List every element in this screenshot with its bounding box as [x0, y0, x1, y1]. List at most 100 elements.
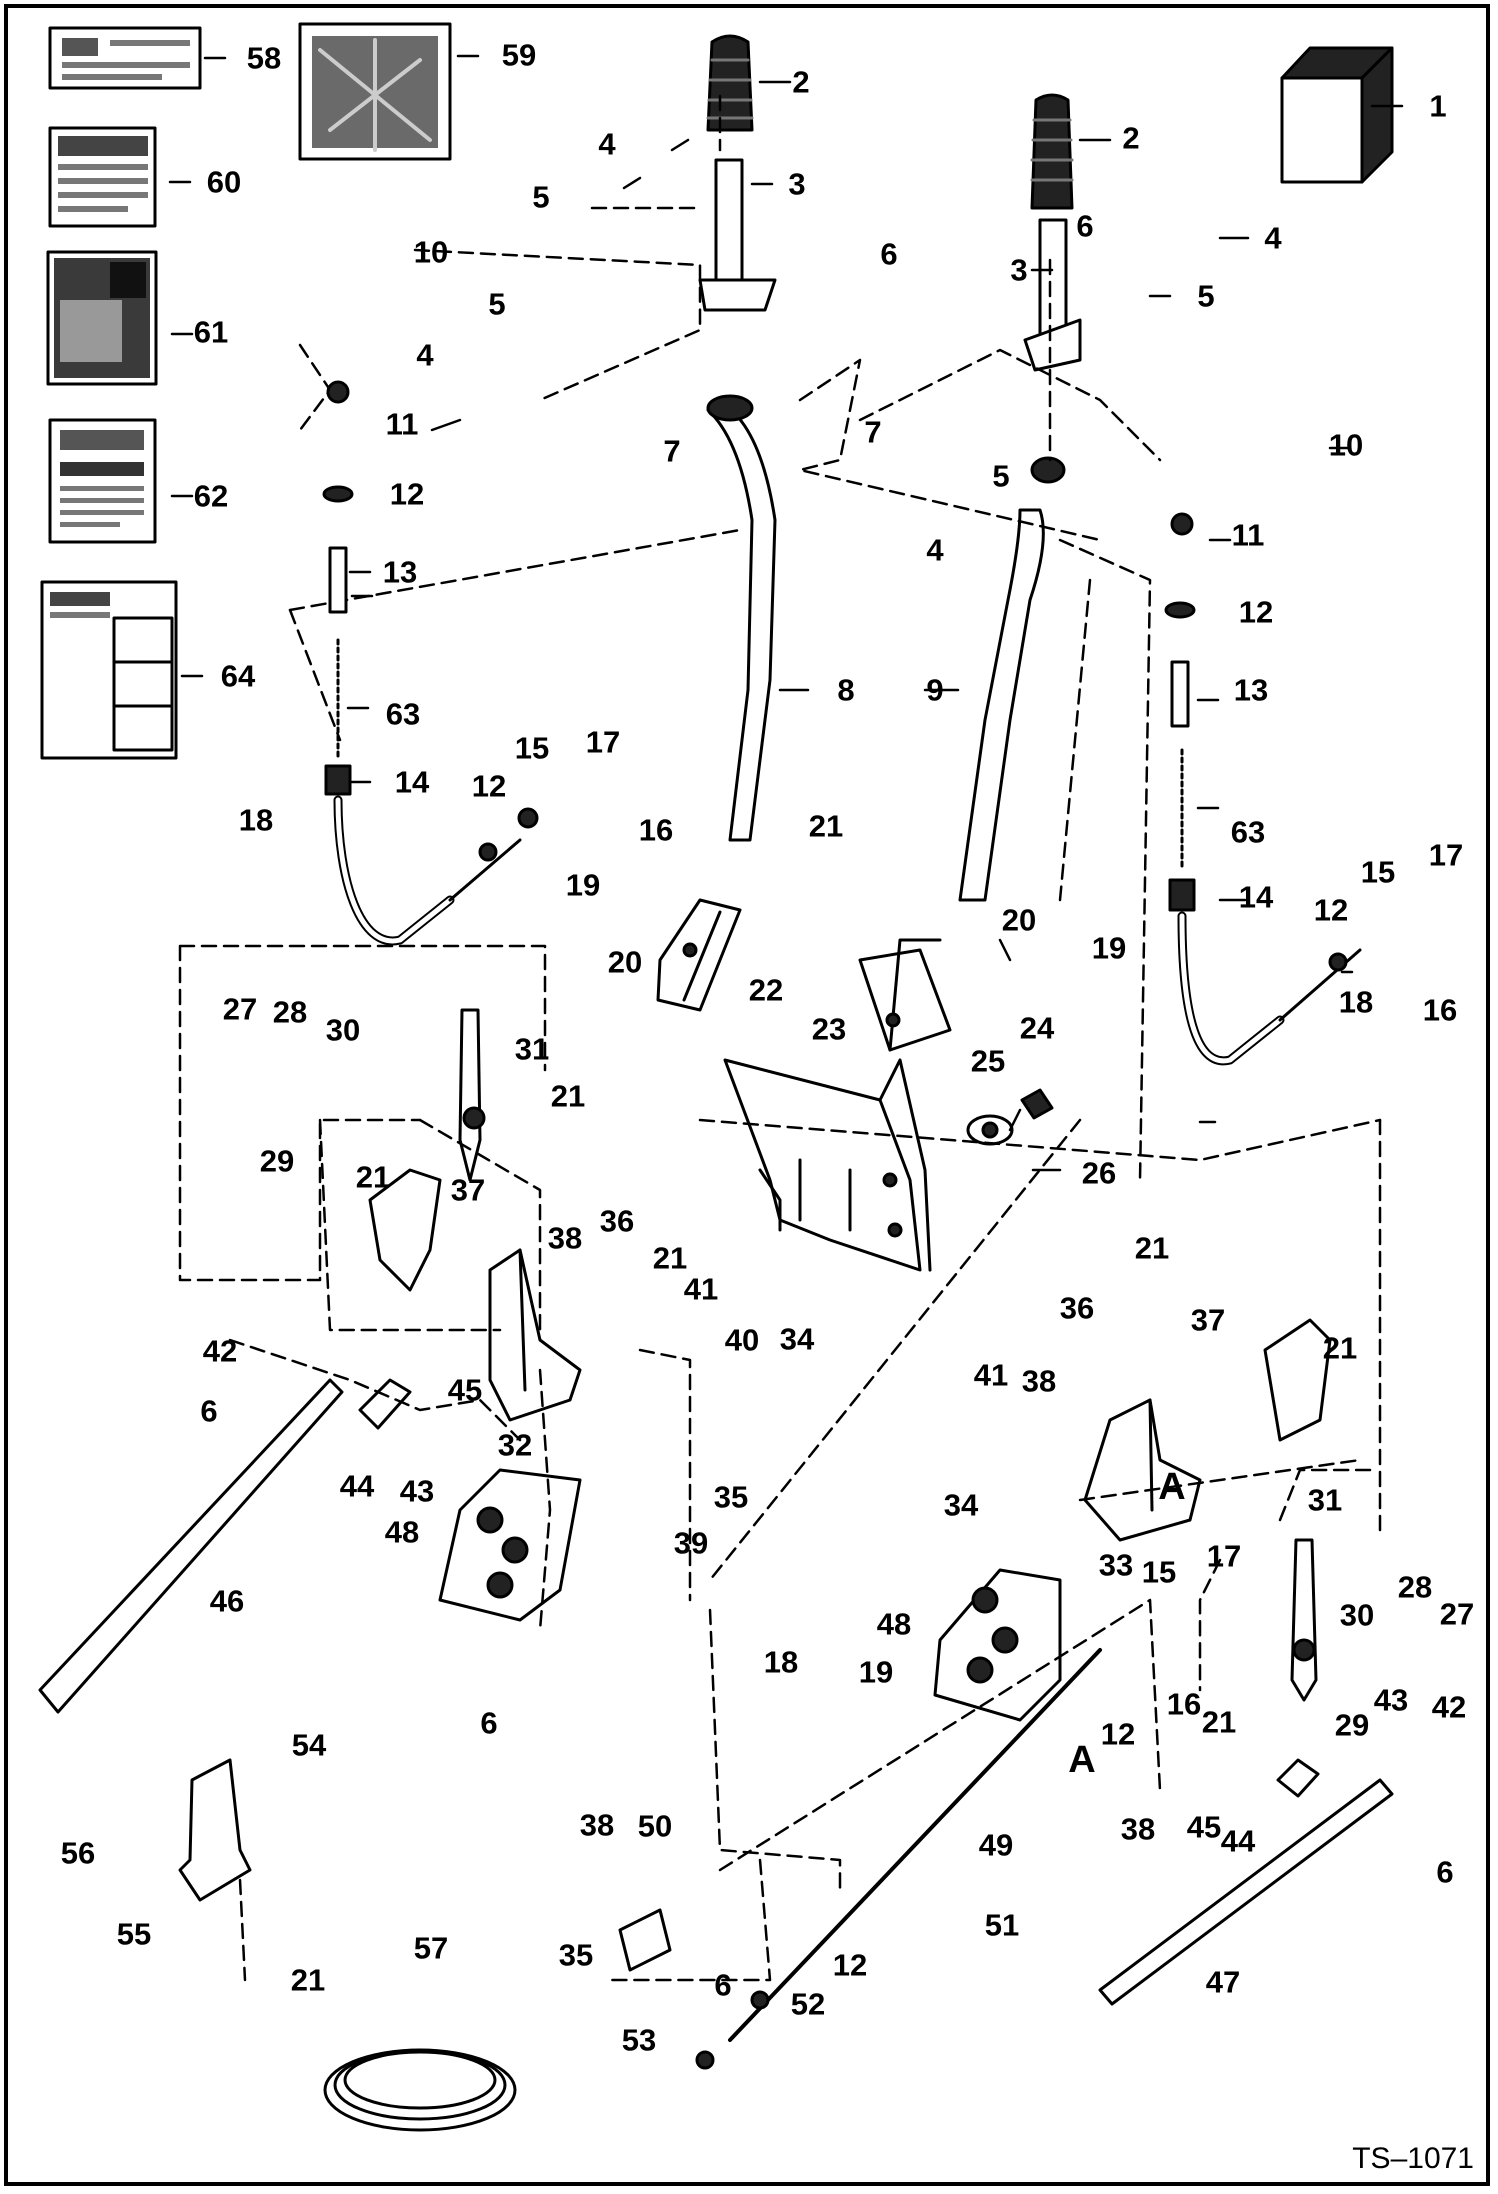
callout-42: 42 [1431, 1689, 1467, 1725]
callout-51: 51 [984, 1907, 1020, 1943]
callout-12: 12 [471, 768, 507, 804]
callout-41: 41 [683, 1271, 719, 1307]
bracket-22 [656, 898, 742, 1012]
callout-21: 21 [355, 1159, 391, 1195]
callout-56: 56 [60, 1835, 96, 1871]
callout-14: 14 [1238, 879, 1274, 915]
callout-41: 41 [973, 1357, 1009, 1393]
callout-6: 6 [880, 236, 898, 272]
callout-12: 12 [389, 476, 425, 512]
callout-18: 18 [763, 1644, 799, 1680]
callout-43: 43 [1373, 1682, 1409, 1718]
callout-59: 59 [501, 37, 537, 73]
callout-27: 27 [1439, 1596, 1475, 1632]
callout-11: 11 [1231, 517, 1265, 553]
callout-11: 11 [385, 406, 419, 442]
callout-19: 19 [858, 1654, 894, 1690]
callout-63: 63 [385, 696, 421, 732]
callout-36: 36 [599, 1203, 635, 1239]
callout-25: 25 [970, 1043, 1006, 1079]
callout-4: 4 [926, 532, 944, 568]
callout-21: 21 [1134, 1230, 1170, 1266]
callout-3: 3 [788, 166, 806, 202]
callout-31: 31 [1307, 1482, 1343, 1518]
callout-9: 9 [926, 672, 944, 708]
decal-61 [46, 250, 158, 386]
callout-21: 21 [1201, 1704, 1237, 1740]
callout-21: 21 [1322, 1330, 1358, 1366]
callout-33: 33 [1098, 1547, 1134, 1583]
callout-20: 20 [1001, 902, 1037, 938]
callout-32: 32 [497, 1427, 533, 1463]
right-link-47 [1098, 1778, 1394, 2006]
callout-31: 31 [514, 1031, 550, 1067]
callout-55: 55 [116, 1916, 152, 1952]
callout-38: 38 [1021, 1363, 1057, 1399]
right-bracket-33 [1083, 1398, 1202, 1542]
callout-A: A [1158, 1466, 1186, 1508]
callout-17: 17 [585, 724, 621, 760]
callout-6: 6 [1436, 1854, 1454, 1890]
callout-60: 60 [206, 164, 242, 200]
callout-52: 52 [790, 1986, 826, 2022]
callout-34: 34 [779, 1321, 815, 1357]
callout-18: 18 [1338, 984, 1374, 1020]
callout-15: 15 [1360, 854, 1396, 890]
assembly-lines-upper [288, 94, 1162, 1182]
callout-22: 22 [748, 972, 784, 1008]
diagram-border [4, 4, 1490, 2186]
callout-13: 13 [382, 554, 418, 590]
callout-44: 44 [1220, 1823, 1256, 1859]
callout-38: 38 [1120, 1811, 1156, 1847]
callout-58: 58 [246, 40, 282, 76]
callout-18: 18 [238, 802, 274, 838]
callout-16: 16 [1166, 1686, 1202, 1722]
callout-16: 16 [1422, 992, 1458, 1028]
callout-12: 12 [832, 1947, 868, 1983]
callout-46: 46 [209, 1583, 245, 1619]
callout-48: 48 [876, 1606, 912, 1642]
callout-38: 38 [579, 1807, 615, 1843]
callout-43: 43 [399, 1473, 435, 1509]
callout-6: 6 [480, 1705, 498, 1741]
decal-62 [48, 418, 157, 544]
center-cable-49 [618, 1648, 1102, 2070]
callout-36: 36 [1059, 1290, 1095, 1326]
callout-13: 13 [1233, 672, 1269, 708]
right-cable [1164, 512, 1362, 1066]
callout-19: 19 [1091, 930, 1127, 966]
decal-59 [298, 22, 452, 161]
callout-5: 5 [1197, 278, 1215, 314]
callout-5: 5 [488, 286, 506, 322]
callout-19: 19 [565, 867, 601, 903]
callout-47: 47 [1205, 1964, 1241, 2000]
left-pedal-48 [438, 1468, 582, 1622]
callout-54: 54 [291, 1727, 327, 1763]
callout-2: 2 [1122, 120, 1140, 156]
callout-24: 24 [1019, 1010, 1055, 1046]
decal-58 [48, 26, 202, 90]
callout-45: 45 [1186, 1809, 1222, 1845]
decal-64 [40, 580, 178, 760]
left-bracket-32 [488, 1248, 582, 1422]
assembly-lines-lower [178, 944, 1382, 1982]
callout-27: 27 [222, 991, 258, 1027]
main-frame [723, 1058, 932, 1272]
right-bracket-44 [1276, 1758, 1320, 1798]
callout-57: 57 [413, 1930, 449, 1966]
callout-39: 39 [673, 1525, 709, 1561]
callout-10: 10 [413, 234, 449, 270]
left-handle-grip [706, 34, 754, 132]
callout-8: 8 [837, 672, 855, 708]
callout-5: 5 [532, 179, 550, 215]
callout-4: 4 [1264, 220, 1282, 256]
callout-23: 23 [811, 1011, 847, 1047]
callout-34: 34 [943, 1487, 979, 1523]
callout-12: 12 [1100, 1716, 1136, 1752]
callout-15: 15 [1141, 1554, 1177, 1590]
callout-48: 48 [384, 1514, 420, 1550]
callout-16: 16 [638, 812, 674, 848]
callout-21: 21 [652, 1240, 688, 1276]
